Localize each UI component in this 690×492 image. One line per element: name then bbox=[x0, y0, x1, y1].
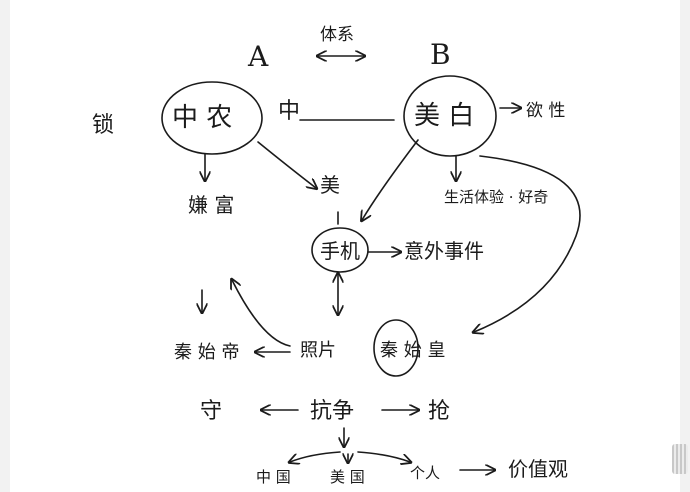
qinshihuang-label: 秦 始 皇 bbox=[380, 340, 445, 361]
to-geren-arrow bbox=[357, 451, 410, 462]
shou-label: 守 bbox=[200, 399, 222, 424]
zhongnong-label: 中 农 bbox=[172, 103, 232, 133]
jiazhiguan-label: 价值观 bbox=[508, 457, 568, 481]
zhaopian-label: 照片 bbox=[300, 340, 336, 361]
bottom-right-label: 个人 bbox=[410, 464, 440, 482]
mei-label: 美 bbox=[320, 173, 340, 197]
meibai-label: 美 白 bbox=[414, 101, 474, 131]
xian-label: 抢 bbox=[428, 399, 450, 424]
meibai-to-qinshihuang-curve bbox=[474, 155, 581, 332]
zhongnong-to-mei-arrow bbox=[257, 141, 316, 188]
label-a: A bbox=[247, 40, 269, 73]
zhong-out-label: 中 bbox=[278, 99, 300, 124]
left-margin-strip bbox=[0, 0, 10, 492]
label-b: B bbox=[430, 38, 451, 71]
zhongnong-circle bbox=[161, 81, 263, 155]
meibai-out-label: 欲 性 bbox=[526, 101, 565, 121]
shouji-label: 手机 bbox=[320, 239, 360, 263]
bottom-mid-label: 美 国 bbox=[330, 468, 365, 486]
tixi-label: 体系 bbox=[320, 25, 354, 45]
yiwai-label: 意外事件 bbox=[404, 239, 484, 263]
zhaopian-up-curve bbox=[232, 280, 291, 347]
huan-label: 锁 bbox=[92, 113, 114, 138]
kangzheng-label: 抗争 bbox=[310, 399, 354, 424]
qinshihuang-circle bbox=[373, 319, 419, 377]
meibai-to-shouji-arrow bbox=[362, 139, 419, 220]
qinshi-label: 秦 始 帝 bbox=[174, 342, 239, 363]
bottom-left-label: 中 国 bbox=[256, 468, 291, 486]
corner-watermark-icon bbox=[672, 444, 688, 474]
right-margin-strip bbox=[680, 0, 690, 492]
meibai-circle bbox=[403, 75, 497, 157]
xianmu-label: 嫌 富 bbox=[188, 193, 234, 217]
to-china-arrow bbox=[290, 451, 341, 462]
shenghuo-label: 生活体验 · 好奇 bbox=[444, 188, 548, 206]
